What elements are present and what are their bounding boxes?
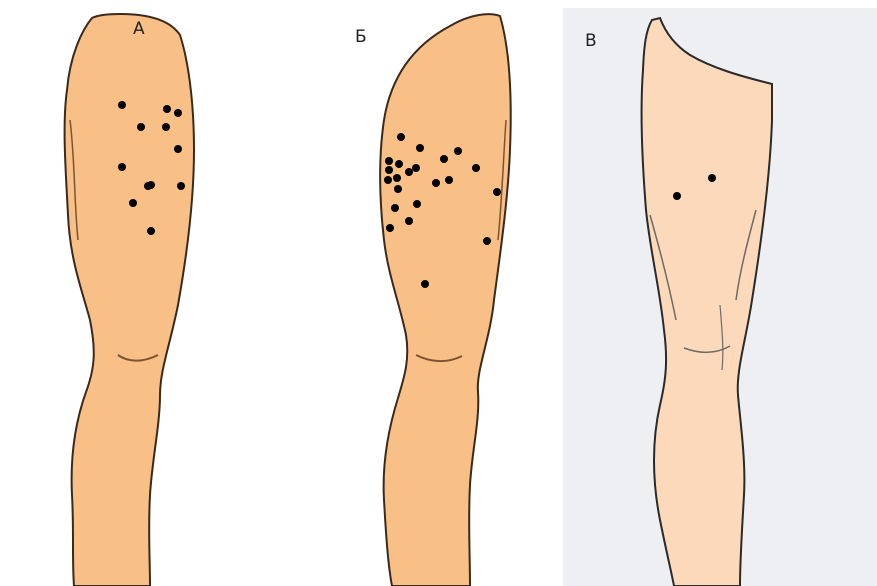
point-b-20 <box>393 174 401 182</box>
point-a-10 <box>177 182 185 190</box>
point-b-3 <box>454 147 462 155</box>
point-b-10 <box>445 176 453 184</box>
point-b-1 <box>397 133 405 141</box>
point-a-9 <box>144 182 152 190</box>
panel-label-a: А <box>133 19 145 39</box>
point-b-19 <box>421 280 429 288</box>
leg-b <box>380 14 510 586</box>
point-a-4 <box>137 123 145 131</box>
panel-label-b: Б <box>355 27 367 47</box>
point-a-7 <box>118 163 126 171</box>
point-b-7 <box>405 168 413 176</box>
leg-a-outline <box>65 14 194 586</box>
point-c-2 <box>708 174 716 182</box>
point-a-3 <box>174 109 182 117</box>
point-b-14 <box>413 200 421 208</box>
point-b-11 <box>432 179 440 187</box>
panel-label-c: В <box>585 31 597 51</box>
leg-a <box>65 14 194 586</box>
point-b-12 <box>394 185 402 193</box>
point-c-1 <box>673 192 681 200</box>
point-b-4 <box>385 157 393 165</box>
point-a-6 <box>174 145 182 153</box>
point-a-12 <box>147 227 155 235</box>
point-b-17 <box>386 224 394 232</box>
point-a-2 <box>163 105 171 113</box>
point-b-9 <box>384 176 392 184</box>
point-a-5 <box>162 123 170 131</box>
point-b-15 <box>391 204 399 212</box>
point-b-2 <box>416 144 424 152</box>
point-a-11 <box>129 199 137 207</box>
point-b-18 <box>483 237 491 245</box>
point-b-6 <box>440 155 448 163</box>
point-b-13 <box>493 188 501 196</box>
point-b-22 <box>385 166 393 174</box>
point-b-21 <box>412 164 420 172</box>
point-b-8 <box>472 164 480 172</box>
point-b-5 <box>395 160 403 168</box>
leg-b-outline <box>380 14 510 586</box>
point-b-16 <box>405 217 413 225</box>
point-a-1 <box>118 101 126 109</box>
